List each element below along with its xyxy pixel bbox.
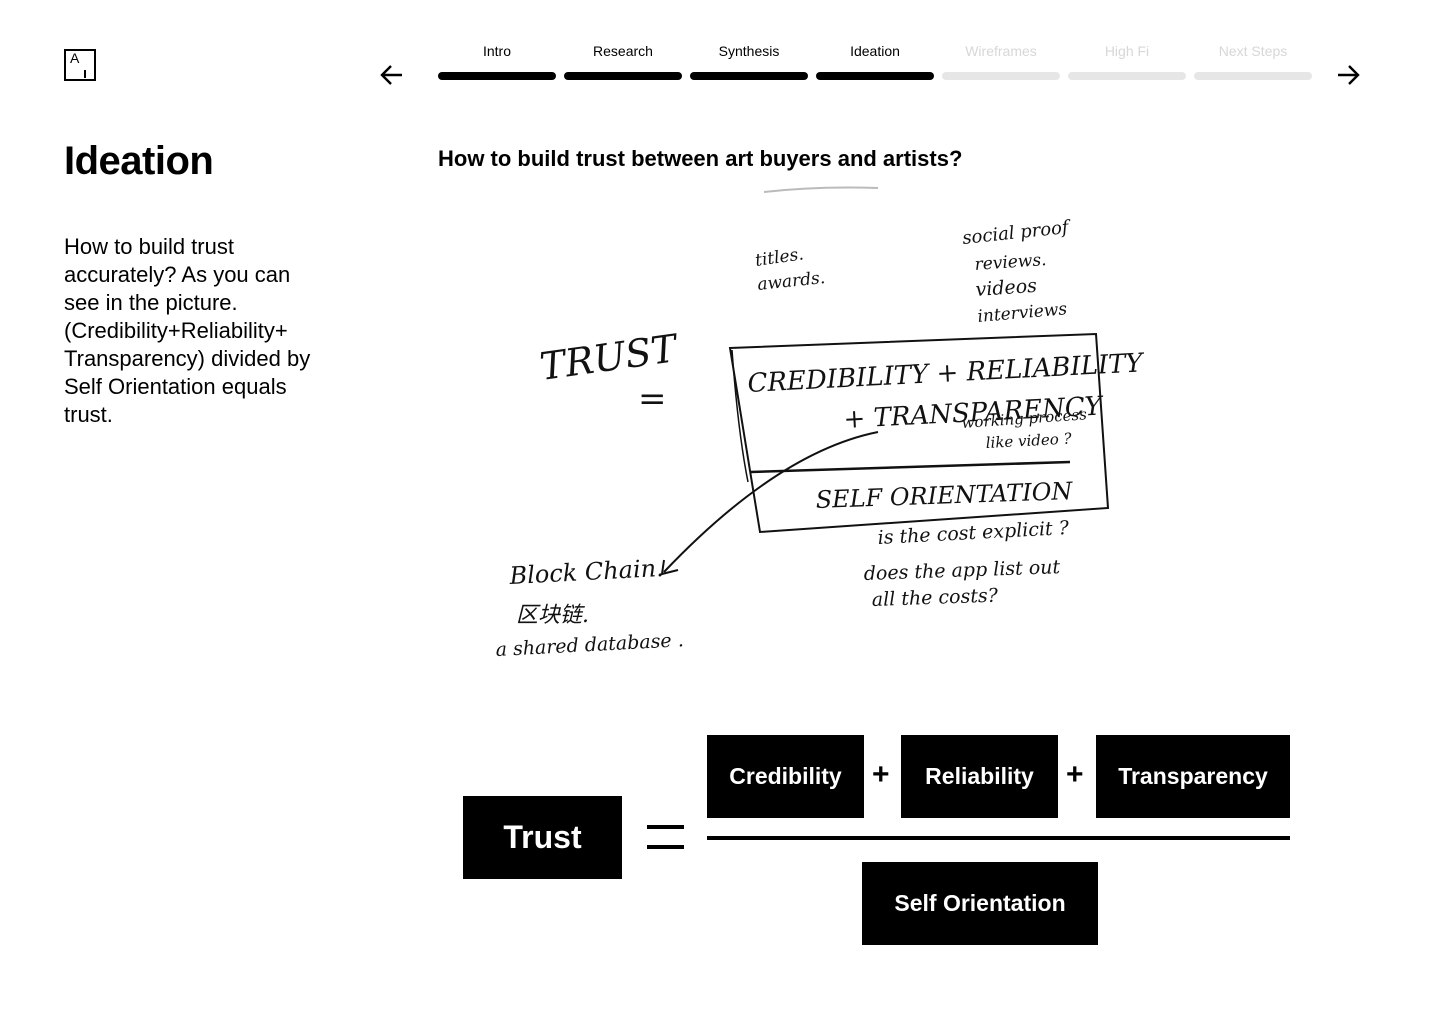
trust-sketch-image: TRUST = titles. awards. social proof rev… [438,182,1312,722]
step-label: Next Steps [1218,43,1288,59]
step-progress-bar [816,72,934,80]
sketch-list-costs-2: all the costs? [871,585,999,611]
step-label: Research [593,43,653,59]
formula-plus-sign: + [1066,758,1084,791]
page-description: How to build trust accurately? As you ca… [64,234,311,427]
step-progress-bar [438,72,556,80]
step-progress-bar [564,72,682,80]
formula-transparency-box: Transparency [1096,735,1290,818]
step-research[interactable]: Research [564,42,682,82]
sketch-videos: videos [975,275,1038,301]
sketch-blockchain: Block Chain. [508,554,665,590]
logo[interactable]: A [64,49,96,81]
formula-trust-box: Trust [463,796,622,879]
step-ideation[interactable]: Ideation [816,42,934,82]
sketch-shared-database: a shared database . [495,629,684,661]
step-progress-bar [690,72,808,80]
sketch-list-costs-1: does the app list out [863,556,1060,585]
step-label: Wireframes [965,43,1037,59]
step-label: High Fi [1104,43,1150,59]
step-wireframes[interactable]: Wireframes [942,42,1060,82]
sketch-reviews: reviews. [974,250,1047,275]
sketch-titles: titles. [754,244,805,271]
logo-letter: A [70,50,80,66]
step-progress-bar [1194,72,1312,80]
arrow-left-icon[interactable] [379,62,405,88]
sketch-awards: awards. [756,268,826,295]
progress-stepper: Intro Research Synthesis Ideation Wirefr… [438,42,1312,82]
sketch-interviews: interviews [977,299,1068,327]
arrow-right-icon[interactable] [1335,62,1361,88]
formula-self-orientation-box: Self Orientation [862,862,1098,945]
main-question: How to build trust between art buyers an… [438,146,963,171]
sketch-social-proof: social proof [961,217,1073,249]
step-intro[interactable]: Intro [438,42,556,82]
formula-plus-sign: + [872,758,890,791]
page-title: Ideation [64,139,214,183]
step-synthesis[interactable]: Synthesis [690,42,808,82]
step-progress-bar [942,72,1060,80]
sketch-self-orientation: SELF ORIENTATION [815,477,1074,514]
step-progress-bar [1068,72,1186,80]
sketch-like-video: like video ? [985,429,1073,452]
step-label: Intro [482,43,511,59]
sketch-blockchain-chinese: 区块链. [516,603,589,628]
formula-fraction-line [707,836,1290,840]
formula-reliability-box: Reliability [901,735,1058,818]
formula-credibility-box: Credibility [707,735,864,818]
step-next-steps[interactable]: Next Steps [1194,42,1312,82]
step-high-fi[interactable]: High Fi [1068,42,1186,82]
logo-mark [84,70,86,78]
step-label: Ideation [850,43,900,59]
sketch-equals: = [638,379,667,419]
formula-equals-sign [647,825,684,849]
step-label: Synthesis [718,43,780,59]
